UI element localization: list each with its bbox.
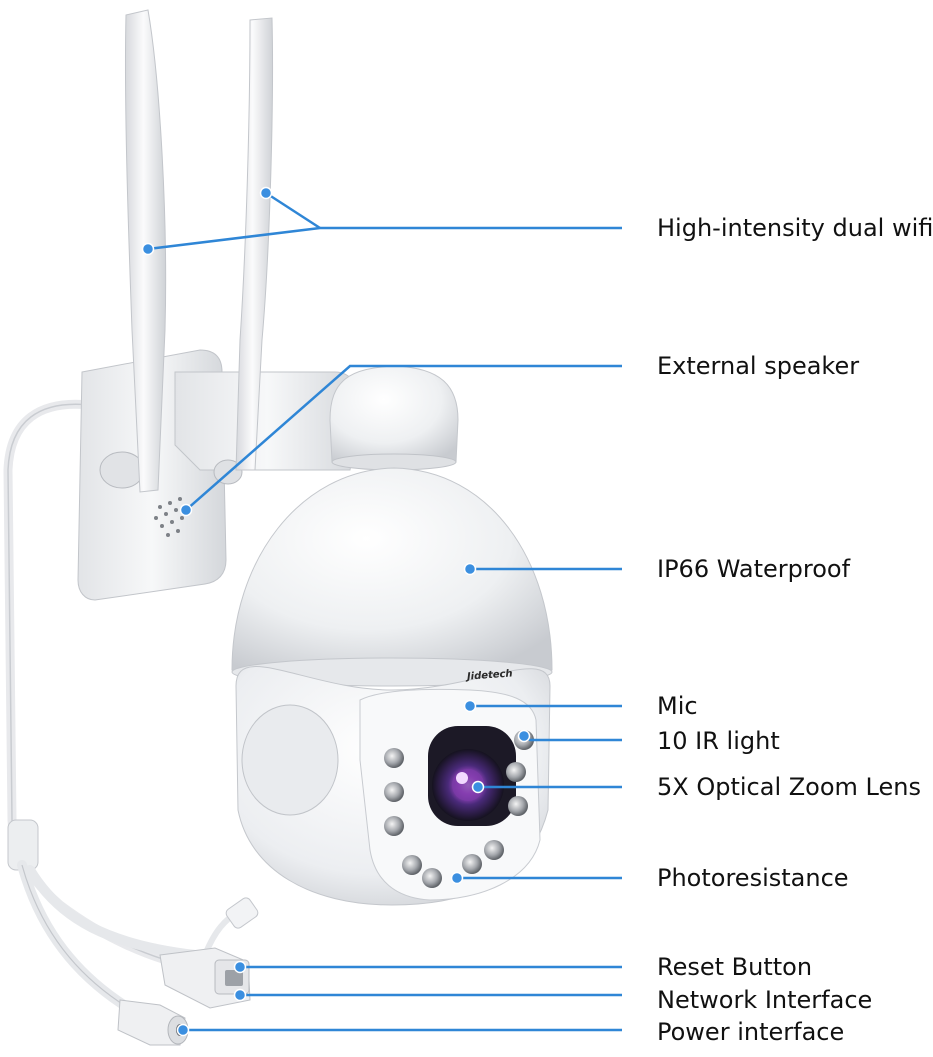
label-waterproof: IP66 Waterproof bbox=[657, 555, 851, 583]
callout-dots bbox=[141, 186, 531, 1037]
label-ir-light: 10 IR light bbox=[657, 727, 780, 755]
label-reset-button: Reset Button bbox=[657, 953, 813, 981]
label-mic: Mic bbox=[657, 692, 698, 720]
label-photoresistance: Photoresistance bbox=[657, 864, 849, 892]
ir-led-array bbox=[384, 730, 534, 888]
brand-logo: Jidetech bbox=[465, 668, 513, 682]
label-power-interface: Power interface bbox=[657, 1018, 845, 1046]
label-network-interface: Network Interface bbox=[657, 986, 873, 1014]
label-zoom-lens: 5X Optical Zoom Lens bbox=[657, 773, 921, 801]
label-external-speaker: External speaker bbox=[657, 352, 860, 380]
label-dual-wifi: High-intensity dual wifi bbox=[657, 214, 933, 242]
